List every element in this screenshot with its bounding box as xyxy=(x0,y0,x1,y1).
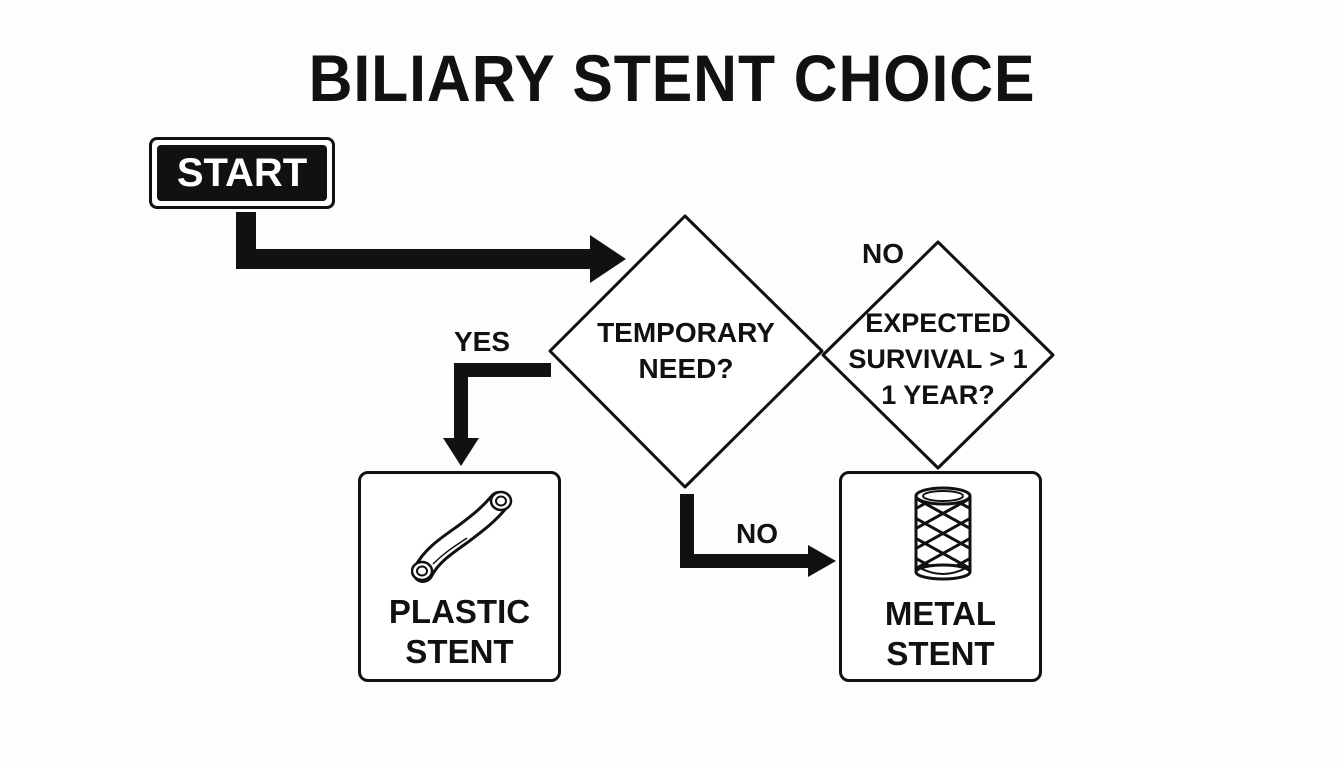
plastic-stent-tube-icon xyxy=(411,490,513,583)
text-line: 1 YEAR? xyxy=(881,380,995,410)
decision-survival-label: EXPECTED SURVIVAL > 1 1 YEAR? xyxy=(843,305,1033,413)
connector-no-to-metal xyxy=(680,494,812,568)
edge-label-yes: YES xyxy=(454,326,511,357)
edge-label-no-bottom: NO xyxy=(736,518,778,549)
text-line: SURVIVAL > 1 xyxy=(848,344,1028,374)
decision-survival-text: EXPECTED SURVIVAL > 1 1 YEAR? xyxy=(843,305,1033,413)
metal-mesh-stent-icon xyxy=(914,486,972,581)
text-line: TEMPORARY xyxy=(597,317,775,348)
arrowhead-to-temporary xyxy=(590,235,626,283)
decision-temporary-text: TEMPORARY NEED? xyxy=(586,315,786,387)
text-line: STENT xyxy=(886,635,995,672)
page-title: BILIARY STENT CHOICE xyxy=(308,41,1036,115)
decision-survival-diamond xyxy=(821,240,1055,470)
text-line: EXPECTED xyxy=(865,308,1011,338)
text-line: PLASTIC xyxy=(388,593,531,630)
text-line: NEED? xyxy=(638,353,734,384)
edge-label-no-top: NO xyxy=(862,238,904,269)
connector-start-to-temporary xyxy=(236,212,598,269)
arrowhead-to-metal xyxy=(808,545,836,577)
decision-temporary-diamond xyxy=(548,214,824,489)
connector-yes-to-plastic xyxy=(454,363,551,442)
decision-temporary-label: TEMPORARY NEED? xyxy=(586,315,786,387)
start-label: START xyxy=(157,145,327,201)
text-line: METAL xyxy=(884,595,997,632)
text-line: STENT xyxy=(405,633,514,670)
start-node: START xyxy=(149,137,335,209)
arrowhead-to-plastic xyxy=(443,438,479,466)
